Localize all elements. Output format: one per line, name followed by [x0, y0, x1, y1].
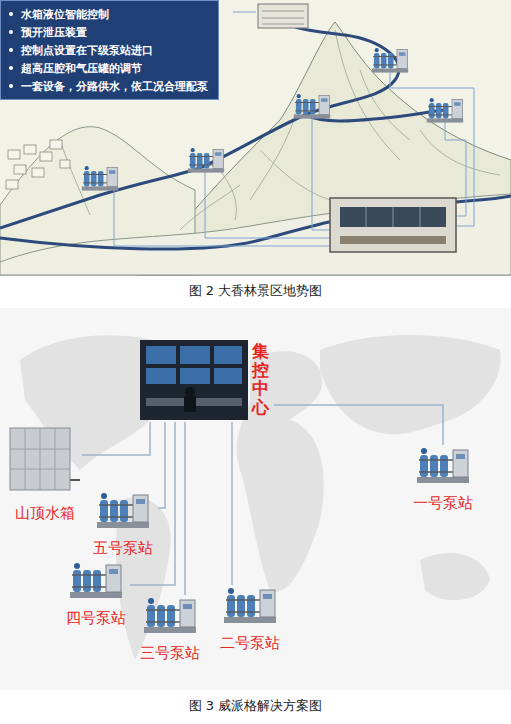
station-label: 一号泵站 — [402, 494, 484, 512]
feature-item: 超高压腔和气压罐的调节 — [21, 61, 142, 76]
station-label: 山顶水箱 — [2, 504, 88, 522]
control-center: 集控中心 — [138, 338, 274, 422]
list-row: 控制点设置在下级泵站进口 — [9, 41, 208, 59]
pump-station: 一号泵站 — [408, 445, 478, 512]
bullet-dot — [9, 48, 13, 52]
feature-item: 预开泄压装置 — [21, 25, 87, 40]
station-label: 三号泵站 — [129, 644, 211, 662]
feature-item: 控制点设置在下级泵站进口 — [21, 43, 153, 58]
feature-list-box: 水箱液位智能控制预开泄压装置控制点设置在下级泵站进口超高压腔和气压罐的调节一套设… — [0, 0, 219, 100]
signal-line — [158, 422, 165, 508]
pump-station: 四号泵站 — [62, 560, 130, 627]
pump-station: 三号泵站 — [135, 595, 205, 662]
bullet-dot — [9, 84, 13, 88]
water-tank: 山顶水箱 — [8, 425, 82, 522]
signal-line — [82, 422, 150, 455]
bullet-dot — [9, 12, 13, 16]
figure-caption: 图 3 威派格解决方案图 — [0, 697, 511, 715]
list-row: 预开泄压装置 — [9, 23, 208, 41]
feature-item: 水箱液位智能控制 — [21, 7, 109, 22]
bullet-dot — [9, 66, 13, 70]
feature-item: 一套设备，分路供水，依工况合理配泵 — [21, 79, 208, 94]
bullet-dot — [9, 30, 13, 34]
station-label: 五号泵站 — [82, 539, 164, 557]
signal-line — [130, 422, 175, 585]
pump-station: 二号泵站 — [215, 585, 285, 652]
signal-line — [231, 422, 233, 585]
list-row: 超高压腔和气压罐的调节 — [9, 59, 208, 77]
station-label: 二号泵站 — [209, 634, 291, 652]
list-row: 一套设备，分路供水，依工况合理配泵 — [9, 77, 208, 95]
figure-caption: 图 2 大香林景区地势图 — [0, 282, 511, 300]
list-row: 水箱液位智能控制 — [9, 5, 208, 23]
station-label: 四号泵站 — [56, 609, 136, 627]
signal-line — [274, 405, 443, 445]
pump-station: 五号泵站 — [88, 490, 158, 557]
signal-line — [184, 422, 186, 595]
vertical-title: 集控中心 — [252, 342, 269, 417]
